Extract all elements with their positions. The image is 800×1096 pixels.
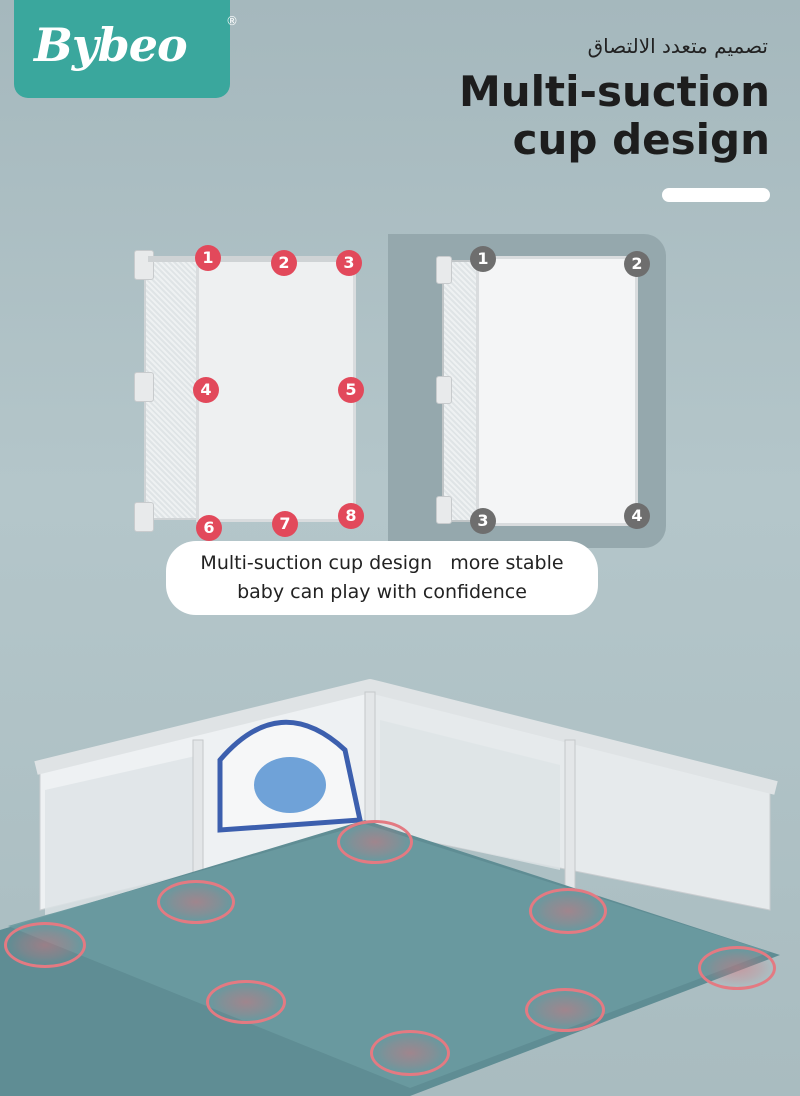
registered-mark: ® [226,14,238,28]
playpen-illustration [0,679,780,1096]
title-underline [662,188,770,202]
suction-ring-icon [698,946,776,990]
title-line-2: cup design [512,115,770,164]
suction-ring-icon [206,980,286,1024]
gate-frame [196,258,356,522]
top-rail [148,256,358,262]
suction-ring-icon [157,880,235,924]
suction-ring-icon [525,988,605,1032]
marker-badge: 2 [624,251,650,277]
playpen-post [192,739,204,891]
marker-badge: 5 [338,377,364,403]
whale-icon [254,757,326,813]
playpen-mesh-right [380,720,560,870]
caption-line-2: baby can play with confidence [237,581,527,603]
arabic-title: تصميم متعدد الالتصاق [587,34,768,58]
marker-badge: 8 [338,503,364,529]
diagram-right [436,252,646,532]
brand-logo: Bybeo ® [14,0,238,98]
corner-post [134,250,154,280]
corner-post [436,376,452,404]
marker-badge: 6 [196,515,222,541]
marker-badge: 4 [624,503,650,529]
suction-ring-icon [529,888,607,934]
marker-badge: 1 [470,246,496,272]
diagram-left [134,250,364,540]
suction-ring-icon [4,922,86,968]
gate-frame [476,256,638,526]
title-line-1: Multi-suction [458,67,770,116]
corner-post [134,502,154,532]
marker-badge: 3 [470,508,496,534]
marker-badge: 4 [193,377,219,403]
caption-line-1: Multi-suction cup design more stable [200,552,564,574]
marker-badge: 7 [272,511,298,537]
brand-name: Bybeo [34,18,188,72]
marker-badge: 3 [336,250,362,276]
corner-post [436,496,452,524]
marker-badge: 2 [271,250,297,276]
corner-post [134,372,154,402]
suction-ring-icon [370,1030,450,1076]
corner-post [436,256,452,284]
suction-ring-icon [337,820,413,864]
playpen-top-rail [34,679,778,795]
page-title: Multi-suction cup design [350,68,770,164]
caption-bubble: Multi-suction cup design more stable bab… [166,541,598,615]
playpen-post [564,739,576,891]
playpen-mesh-left [45,755,200,915]
marker-badge: 1 [195,245,221,271]
